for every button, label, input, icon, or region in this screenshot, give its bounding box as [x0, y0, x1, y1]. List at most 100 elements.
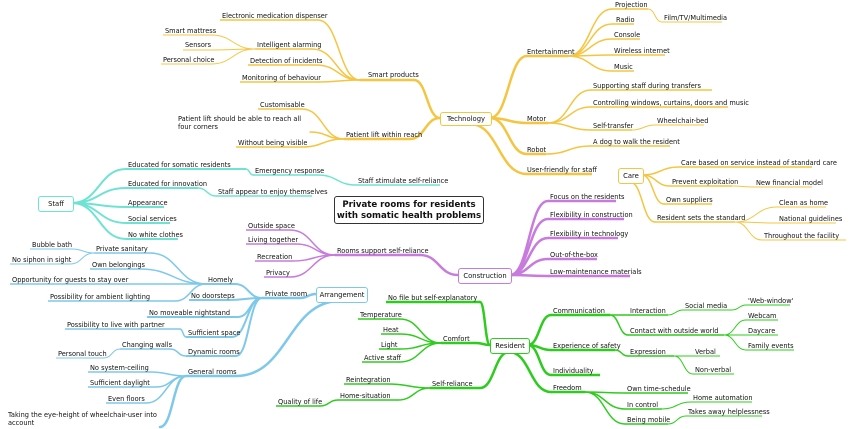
node-home-automation[interactable]: Home automation: [693, 394, 753, 402]
node-staff[interactable]: Staff: [38, 196, 74, 212]
node-no-file[interactable]: No file but self-explanatory: [388, 294, 478, 302]
node-radio[interactable]: Radio: [616, 16, 635, 24]
node-dynamic-rooms[interactable]: Dynamic rooms: [188, 348, 240, 356]
node-customisable[interactable]: Customisable: [260, 101, 305, 109]
node-bubble-bath[interactable]: Bubble bath: [32, 241, 73, 249]
node-helplessness[interactable]: Takes away helplessness: [688, 408, 770, 416]
node-personal-touch[interactable]: Personal touch: [58, 350, 107, 358]
node-live-partner[interactable]: Possibility to live with partner: [67, 321, 165, 329]
node-low-maintenance[interactable]: Low-maintenance materials: [550, 268, 642, 276]
node-social-services[interactable]: Social services: [128, 215, 177, 223]
node-freedom[interactable]: Freedom: [553, 384, 582, 392]
node-home-situation[interactable]: Home-situation: [340, 392, 391, 400]
node-experience-safety[interactable]: Experience of safety: [553, 342, 621, 350]
node-dog[interactable]: A dog to walk the resident: [593, 138, 680, 146]
node-ambient-lighting[interactable]: Possibility for ambient lighting: [50, 293, 151, 301]
node-no-siphon[interactable]: No siphon in sight: [12, 256, 72, 264]
node-patient-lift[interactable]: Patient lift within reach: [346, 131, 423, 139]
node-enjoy[interactable]: Staff appear to enjoy themselves: [218, 188, 328, 196]
node-stimulate[interactable]: Staff stimulate self-reliance: [358, 177, 449, 185]
node-wireless[interactable]: Wireless internet: [614, 47, 670, 55]
node-in-control[interactable]: In control: [627, 401, 659, 409]
node-individuality[interactable]: Individuality: [553, 367, 594, 375]
node-clean-as-home[interactable]: Clean as home: [779, 199, 829, 207]
node-flex-technology[interactable]: Flexibility in technology: [550, 230, 629, 238]
node-quality-of-life[interactable]: Quality of life: [278, 398, 323, 406]
node-smart-mattress[interactable]: Smart mattress: [165, 27, 217, 35]
node-communication[interactable]: Communication: [553, 307, 605, 315]
node-non-verbal[interactable]: Non-verbal: [695, 366, 732, 374]
node-recreation[interactable]: Recreation: [257, 253, 293, 261]
node-contact-outside[interactable]: Contact with outside world: [630, 327, 719, 335]
node-expression[interactable]: Expression: [630, 348, 666, 356]
node-controlling[interactable]: Controlling windows, curtains, doors and…: [593, 99, 749, 107]
node-sufficient-daylight[interactable]: Sufficient daylight: [90, 379, 150, 387]
node-technology[interactable]: Technology: [440, 112, 492, 126]
node-own-belongings[interactable]: Own belongings: [92, 261, 145, 269]
node-focus-residents[interactable]: Focus on the residents: [550, 193, 625, 201]
node-general-rooms[interactable]: General rooms: [188, 368, 237, 376]
node-film-tv[interactable]: Film/TV/Multimedia: [664, 14, 728, 22]
node-no-system-ceiling[interactable]: No system-ceiling: [90, 364, 149, 372]
node-family-events[interactable]: Family events: [748, 342, 794, 350]
node-wheelchair-bed[interactable]: Wheelchair-bed: [657, 117, 709, 125]
node-private-room[interactable]: Private room: [265, 290, 308, 298]
node-care[interactable]: Care: [618, 168, 644, 184]
node-detection[interactable]: Detection of incidents: [250, 57, 323, 65]
node-out-of-box[interactable]: Out-of-the-box: [550, 251, 598, 259]
node-light[interactable]: Light: [381, 341, 398, 349]
node-console[interactable]: Console: [614, 31, 641, 39]
node-homely[interactable]: Homely: [208, 276, 234, 284]
node-verbal[interactable]: Verbal: [695, 348, 716, 356]
node-music[interactable]: Music: [614, 63, 633, 71]
node-user-friendly[interactable]: User-friendly for staff: [527, 166, 597, 174]
node-motor[interactable]: Motor: [527, 115, 547, 123]
node-entertainment[interactable]: Entertainment: [527, 48, 575, 56]
node-personal-choice[interactable]: Personal choice: [163, 56, 215, 64]
node-smart-products[interactable]: Smart products: [368, 71, 419, 79]
node-no-doorsteps[interactable]: No doorsteps: [191, 292, 235, 300]
node-living-together[interactable]: Living together: [248, 236, 299, 244]
node-opportunity-guests[interactable]: Opportunity for guests to stay over: [12, 276, 129, 284]
node-temperature[interactable]: Temperature: [360, 311, 402, 319]
node-own-suppliers[interactable]: Own suppliers: [666, 196, 713, 204]
node-private-sanitary[interactable]: Private sanitary: [96, 245, 148, 253]
node-no-white-clothes[interactable]: No white clothes: [128, 231, 183, 239]
node-educated-innovation[interactable]: Educated for innovation: [128, 180, 208, 188]
node-new-financial[interactable]: New financial model: [756, 179, 823, 187]
node-construction[interactable]: Construction: [458, 268, 512, 284]
node-sets-standard[interactable]: Resident sets the standard: [657, 214, 746, 222]
node-heat[interactable]: Heat: [383, 326, 399, 334]
node-self-transfer[interactable]: Self-transfer: [593, 122, 634, 130]
node-web-window[interactable]: 'Web-window': [748, 297, 794, 305]
node-even-floors[interactable]: Even floors: [108, 395, 145, 403]
node-reintegration[interactable]: Reintegration: [346, 376, 391, 384]
node-projection[interactable]: Projection: [615, 1, 648, 9]
node-monitoring[interactable]: Monitoring of behaviour: [242, 74, 321, 82]
node-social-media[interactable]: Social media: [685, 302, 728, 310]
node-self-reliance[interactable]: Self-reliance: [432, 380, 473, 388]
node-emergency[interactable]: Emergency response: [255, 167, 325, 175]
node-rooms-support[interactable]: Rooms support self-reliance: [337, 247, 429, 255]
node-daycare[interactable]: Daycare: [748, 327, 776, 335]
node-own-time[interactable]: Own time-schedule: [627, 385, 691, 393]
node-care-service[interactable]: Care based on service instead of standar…: [681, 159, 837, 167]
node-comfort[interactable]: Comfort: [443, 335, 470, 343]
node-flex-construction[interactable]: Flexibility in construction: [550, 211, 633, 219]
node-throughout-facility[interactable]: Throughout the facility: [764, 232, 840, 240]
node-active-staff[interactable]: Active staff: [364, 354, 402, 362]
node-eye-height[interactable]: Taking the eye-height of wheelchair-user…: [8, 411, 157, 427]
node-intelligent-alarming[interactable]: Intelligent alarming: [257, 41, 322, 49]
node-changing-walls[interactable]: Changing walls: [122, 341, 173, 349]
node-interaction[interactable]: Interaction: [630, 307, 666, 315]
node-electronic-medication[interactable]: Electronic medication dispenser: [222, 12, 328, 20]
node-no-nightstand[interactable]: No moveable nightstand: [149, 309, 231, 317]
node-being-mobile[interactable]: Being mobile: [627, 416, 671, 424]
node-educated-somatic[interactable]: Educated for somatic residents: [128, 161, 231, 169]
node-without-visible[interactable]: Without being visible: [238, 139, 308, 147]
node-outside-space[interactable]: Outside space: [248, 222, 295, 230]
node-appearance[interactable]: Appearance: [128, 199, 168, 207]
node-privacy[interactable]: Privacy: [266, 269, 290, 277]
node-prevent-exploitation[interactable]: Prevent exploitation: [672, 178, 739, 186]
node-webcam[interactable]: Webcam: [748, 312, 777, 320]
